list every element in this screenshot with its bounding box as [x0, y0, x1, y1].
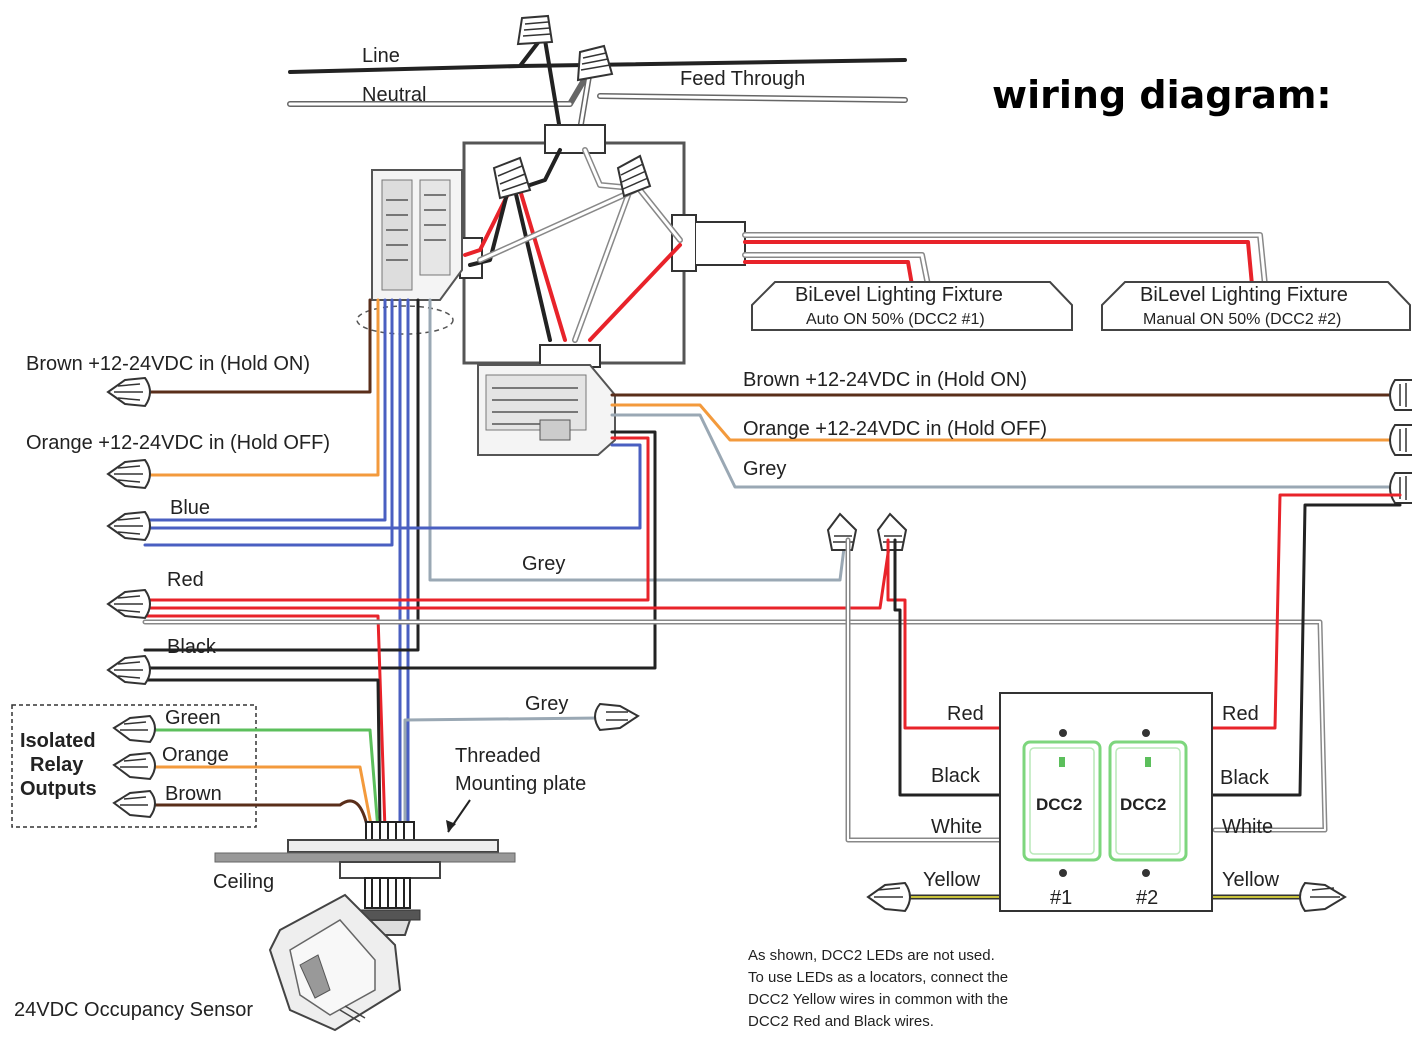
left-brown-label: Brown +12-24VDC in (Hold ON) — [26, 353, 310, 375]
led-icon — [1059, 757, 1065, 767]
left-orange-label: Orange +12-24VDC in (Hold OFF) — [26, 432, 330, 454]
fixture-1-sub: Auto ON 50% (DCC2 #1) — [806, 311, 985, 328]
dcc2-right-black-label: Black — [1220, 767, 1270, 789]
dcc2-label-2: DCC2 — [1120, 795, 1166, 814]
plate-label-line-2: Mounting plate — [455, 773, 586, 795]
wire-nut-icon — [106, 376, 151, 408]
power-pack-left — [371, 169, 463, 301]
red-wire-pair — [142, 538, 1328, 833]
wire-nut-icon — [1389, 424, 1412, 456]
left-pack-wires — [143, 298, 847, 832]
dcc2-wires — [845, 493, 1402, 900]
dcc2-left-yellow-label: Yellow — [923, 869, 981, 891]
note-line-4: DCC2 Red and Black wires. — [748, 1013, 934, 1030]
mounting-plate — [287, 839, 499, 853]
dcc2-right-white-label: White — [1222, 816, 1273, 838]
page-title: wiring diagram: — [992, 73, 1332, 117]
center-pack-wires — [143, 393, 1402, 670]
relay-title-line-2: Relay — [30, 754, 84, 776]
wire-nut-icon — [106, 458, 151, 490]
dcc2-switch-1[interactable]: DCC2 — [1022, 740, 1102, 862]
sensor-grey-label: Grey — [525, 693, 568, 715]
conduit-right — [696, 221, 746, 266]
note-line-3: DCC2 Yellow wires in common with the — [748, 991, 1008, 1008]
plate-label-line-1: Threaded — [455, 745, 541, 767]
wire-nut-icon — [866, 881, 911, 913]
wire-nut-icon — [594, 702, 640, 732]
note-line-2: To use LEDs as a locators, connect the — [748, 969, 1008, 986]
wire-nut-icon — [826, 512, 858, 551]
dcc2-right-red-label: Red — [1222, 703, 1259, 725]
fixture-1: BiLevel Lighting Fixture Auto ON 50% (DC… — [751, 281, 1073, 331]
wire-bundle-marker — [356, 305, 454, 335]
dcc2-left-white-label: White — [931, 816, 982, 838]
wire-nut-icon — [1389, 472, 1412, 504]
fixture-2-sub: Manual ON 50% (DCC2 #2) — [1143, 311, 1341, 328]
wire-nut-icon — [112, 751, 156, 781]
sensor-grey-wire — [403, 716, 602, 832]
led-icon — [1145, 757, 1151, 767]
dcc2-left-red-label: Red — [947, 703, 984, 725]
box-connector-top — [544, 124, 606, 154]
relay-brown-label: Brown — [165, 783, 222, 805]
left-black-label: Black — [167, 636, 217, 658]
fixture-wires — [742, 232, 1268, 288]
dcc2-num-1: #1 — [1050, 887, 1072, 909]
wire-nut-icon — [1389, 379, 1412, 411]
wire-nut-icon — [112, 714, 156, 744]
right-brown-label: Brown +12-24VDC in (Hold ON) — [743, 369, 1027, 391]
ceiling-label: Ceiling — [213, 871, 274, 893]
wire-nut-icon — [876, 512, 908, 551]
right-grey-label: Grey — [743, 458, 786, 480]
dcc2-left-black-label: Black — [931, 765, 981, 787]
fixture-2-name: BiLevel Lighting Fixture — [1140, 284, 1348, 306]
left-blue-label: Blue — [170, 497, 210, 519]
occupancy-sensor-icon — [268, 893, 412, 1032]
wire-nut-icon — [106, 588, 151, 620]
sensor-name-label: 24VDC Occupancy Sensor — [14, 999, 253, 1021]
screw-icon — [1142, 869, 1150, 877]
center-grey-label: Grey — [522, 553, 565, 575]
fixture-1-name: BiLevel Lighting Fixture — [795, 284, 1003, 306]
wire-nut-icon — [492, 156, 532, 200]
dcc2-num-2: #2 — [1136, 887, 1158, 909]
screw-icon — [1142, 729, 1150, 737]
wire-nut-icon — [576, 44, 614, 82]
relay-green-label: Green — [165, 707, 221, 729]
box-wires — [463, 147, 683, 343]
sensor-stem — [365, 821, 415, 841]
sensor-collar — [339, 861, 441, 879]
dcc2-label-1: DCC2 — [1036, 795, 1082, 814]
neutral-label: Neutral — [362, 84, 426, 106]
wire-nut-icon — [1299, 881, 1347, 913]
note-line-1: As shown, DCC2 LEDs are not used. — [748, 947, 995, 964]
plate-arrow-head — [446, 820, 456, 832]
relay-title-line-3: Outputs — [20, 778, 97, 800]
dcc2-switch-2[interactable]: DCC2 — [1108, 740, 1188, 862]
relay-title-line-1: Isolated — [20, 730, 96, 752]
left-red-label: Red — [167, 569, 204, 591]
fixture-2: BiLevel Lighting Fixture Manual ON 50% (… — [1101, 281, 1411, 331]
wire-nut-icon — [112, 789, 156, 819]
screw-icon — [1059, 869, 1067, 877]
line-label: Line — [362, 45, 400, 67]
box-connector-right — [671, 214, 697, 272]
ceiling — [214, 852, 516, 863]
right-orange-label: Orange +12-24VDC in (Hold OFF) — [743, 418, 1047, 440]
wire-nut-icon — [516, 14, 554, 46]
wire-nut-icon — [616, 154, 652, 198]
power-pack-center — [477, 364, 616, 456]
screw-icon — [1059, 729, 1067, 737]
relay-orange-label: Orange — [162, 744, 229, 766]
wire-nut-icon — [106, 510, 151, 542]
box-connector-bottom — [539, 344, 601, 368]
wire-nut-icon — [106, 654, 151, 686]
feed-through-label: Feed Through — [680, 68, 805, 90]
dcc2-right-yellow-label: Yellow — [1222, 869, 1280, 891]
